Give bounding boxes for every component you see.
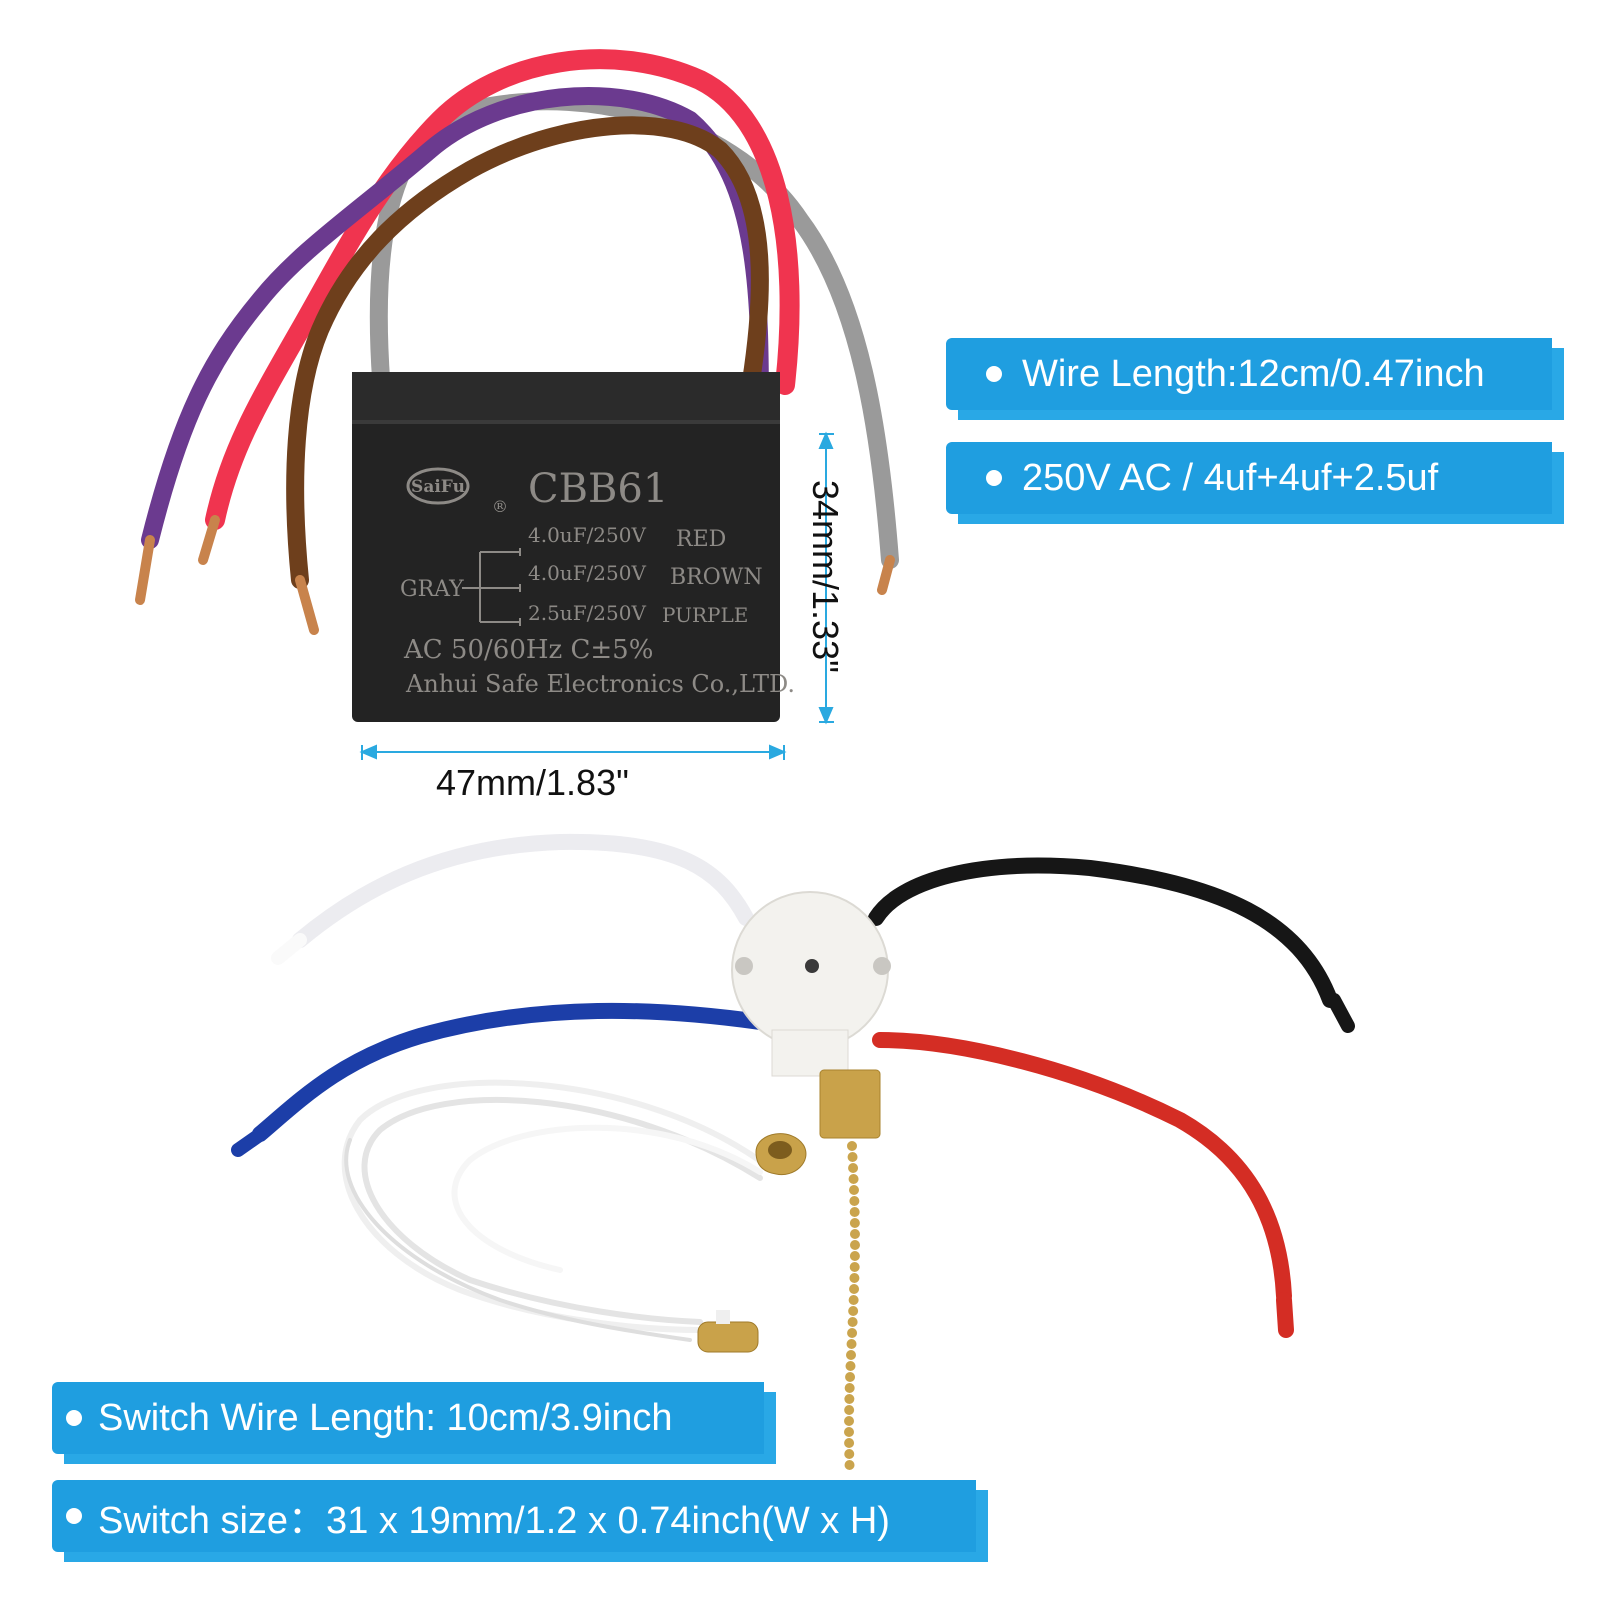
brass-knurl-nut [819, 1069, 881, 1139]
bullet-icon [66, 1508, 82, 1524]
chain-bead [845, 1350, 856, 1360]
schematic-lines [462, 548, 521, 626]
bullet-icon [986, 366, 1002, 382]
white-wire-tip [271, 933, 307, 965]
blue-wire-tip [231, 1129, 265, 1157]
chain-bead [849, 1218, 860, 1228]
white-switch-wire [292, 833, 754, 948]
white-switch-wire-outline [292, 833, 754, 948]
chain-bead [849, 1196, 860, 1206]
chain-bead [847, 1317, 858, 1327]
chain-bead [845, 1372, 856, 1382]
chain-bead [848, 1163, 859, 1173]
rating-1: 4.0uF/250V [528, 523, 646, 547]
purple-wire-copper-end [135, 535, 155, 605]
rating-text: 250V AC / 4uf+4uf+2.5uf [1022, 456, 1439, 499]
chain-bead [845, 1361, 856, 1371]
chain-bead [844, 1405, 855, 1415]
chain-bead [846, 1339, 857, 1349]
red-wire-tip [1276, 1292, 1294, 1338]
gray-label: GRAY [400, 577, 464, 602]
chain-bead [849, 1284, 860, 1294]
chain-bead [849, 1185, 860, 1195]
red-wire-copper-end [198, 515, 220, 565]
chain-bead [848, 1306, 859, 1316]
cord-brass-bell [755, 1133, 807, 1176]
saifu-logo [406, 467, 470, 505]
switch-wire-length-banner: Switch Wire Length: 10cm/3.9inch [52, 1382, 776, 1464]
brown-wire-copper-end [295, 575, 319, 635]
black-switch-wire [868, 857, 1338, 1008]
chain-bead [844, 1416, 855, 1426]
chain-bead [848, 1174, 859, 1184]
chain-bead [849, 1240, 860, 1250]
capacitor-wires [135, 49, 899, 635]
switch-center-hole [805, 959, 819, 973]
logo-text: SaiFu [411, 477, 465, 497]
blue-switch-wire [252, 1002, 768, 1142]
black-wire-tip [1327, 993, 1355, 1033]
chain-bead [844, 1460, 855, 1470]
registered-mark: ® [492, 497, 508, 516]
switch-wires [231, 833, 1355, 1338]
switch-screw-left [735, 957, 753, 975]
red-wire [205, 49, 800, 530]
chain-bead [848, 1295, 859, 1305]
capacitor-body: SaiFu ® CBB61 4.0uF/250V 4.0uF/250V 2.5u… [352, 372, 795, 722]
rating-2: 4.0uF/250V [528, 561, 646, 585]
chain-bead [847, 1328, 858, 1338]
height-dimension-label: 34mm/1.33" [805, 480, 846, 673]
chain-bead [844, 1449, 855, 1459]
red-switch-wire [872, 1032, 1292, 1304]
chain-bead [844, 1383, 855, 1393]
model-text: CBB61 [528, 466, 668, 512]
chain-bead [849, 1273, 860, 1283]
pull-cord [341, 1079, 773, 1342]
chain-bead [844, 1427, 855, 1437]
brown-wire [286, 116, 769, 589]
purple-label: PURPLE [662, 603, 748, 627]
cord-brass-end [697, 1310, 759, 1353]
chain-bead [844, 1394, 855, 1404]
bead-chain [844, 1141, 860, 1470]
manufacturer-line: Anhui Safe Electronics Co.,LTD. [405, 670, 795, 698]
width-dimension-label: 47mm/1.83" [436, 762, 629, 803]
chain-bead [849, 1207, 860, 1217]
rating-banner: 250V AC / 4uf+4uf+2.5uf [946, 442, 1564, 524]
brown-label: BROWN [670, 565, 763, 590]
wire-length-banner: Wire Length:12cm/0.47inch [946, 338, 1564, 420]
chain-bead [844, 1438, 855, 1448]
switch-size-text: Switch size：31 x 19mm/1.2 x 0.74inch(W x… [98, 1499, 890, 1542]
chain-bead [849, 1229, 860, 1239]
bullet-icon [986, 470, 1002, 486]
spec-line: AC 50/60Hz C±5% [403, 635, 653, 665]
rating-3: 2.5uF/250V [528, 601, 646, 625]
switch-size-banner: Switch size：31 x 19mm/1.2 x 0.74inch(W x… [52, 1480, 988, 1562]
switch-screw-right [873, 957, 891, 975]
chain-bead [847, 1141, 857, 1151]
red-label: RED [676, 527, 726, 552]
chain-bead [847, 1152, 858, 1162]
chain-bead [849, 1262, 860, 1272]
dimension-lines [359, 431, 834, 760]
chain-bead [849, 1251, 860, 1261]
bullet-icon [66, 1410, 82, 1426]
switch-wire-length-text: Switch Wire Length: 10cm/3.9inch [98, 1396, 673, 1439]
pull-switch [731, 891, 891, 1470]
wire-length-text: Wire Length:12cm/0.47inch [1022, 352, 1485, 395]
gray-wire-copper-end [877, 555, 895, 595]
